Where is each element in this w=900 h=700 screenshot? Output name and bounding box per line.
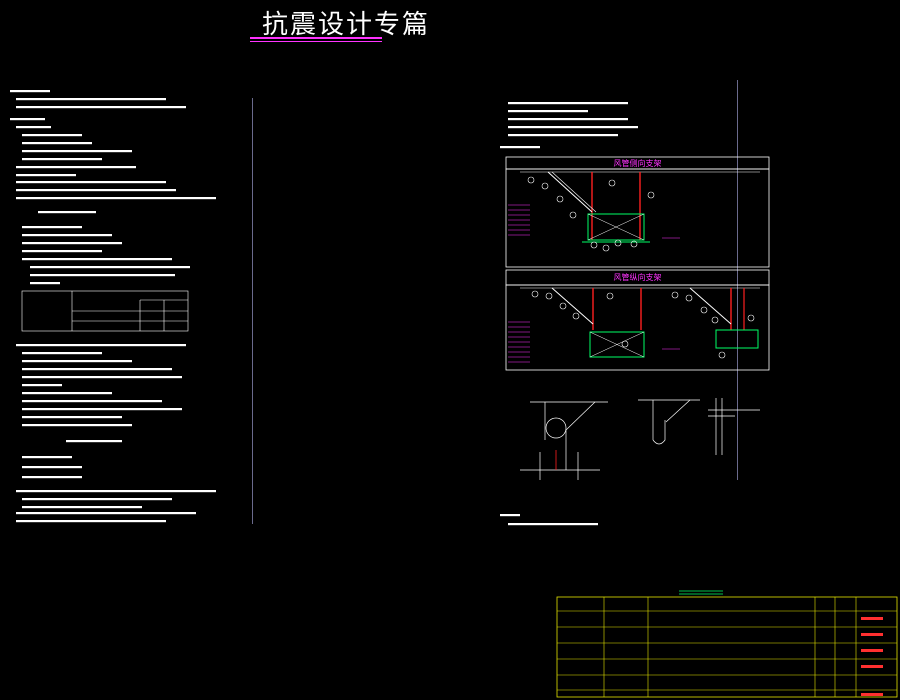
text-line [30, 266, 190, 269]
text-line [22, 376, 182, 379]
column-divider-left [252, 98, 253, 524]
text-line [16, 106, 186, 109]
detail-longitudinal-bracing-title-box: 风管纵向支架 [506, 270, 769, 285]
spec-text-column-right [500, 102, 638, 526]
text-line [16, 189, 176, 192]
text-line [22, 258, 172, 261]
detail-side-bracing-title: 风管侧向支架 [613, 158, 662, 168]
text-line [500, 146, 540, 149]
text-line [16, 126, 51, 129]
text-line [16, 520, 166, 523]
text-line [16, 174, 76, 177]
text-line [16, 344, 186, 347]
detail-side-bracing [505, 156, 770, 268]
text-line [508, 110, 588, 113]
text-line [16, 181, 166, 184]
text-line [22, 424, 132, 427]
material-table [556, 596, 898, 698]
text-line [10, 118, 45, 121]
text-line [22, 506, 142, 509]
text-line [16, 490, 216, 493]
text-line [508, 134, 618, 137]
detail-longitudinal-bracing-title: 风管纵向支架 [613, 273, 662, 282]
detail-side-bracing-title-box: 风管侧向支架 [506, 157, 769, 169]
text-line [500, 514, 520, 517]
text-line [22, 368, 172, 371]
text-line [508, 118, 628, 121]
text-line [22, 466, 82, 469]
text-line [22, 150, 132, 153]
text-line [22, 416, 122, 419]
text-line [30, 274, 175, 277]
seismic-coefficient-table [21, 290, 189, 332]
text-line [22, 242, 122, 245]
column-divider-right [737, 80, 738, 480]
text-line [22, 408, 182, 411]
text-line [22, 134, 82, 137]
text-line [16, 197, 216, 200]
text-line [22, 142, 92, 145]
text-line [22, 250, 102, 253]
text-line [22, 352, 102, 355]
text-line [38, 211, 96, 214]
text-line [16, 166, 136, 169]
text-line [22, 392, 112, 395]
detail-longitudinal-bracing [505, 269, 770, 371]
text-line [16, 98, 166, 101]
text-line [10, 90, 50, 93]
title-underline [250, 37, 382, 39]
text-line [508, 523, 598, 526]
text-line [22, 158, 102, 161]
text-line [16, 512, 196, 515]
section-details [520, 398, 760, 480]
text-line [508, 126, 638, 129]
text-line [66, 440, 122, 443]
text-line [22, 400, 162, 403]
text-line [22, 476, 82, 479]
sheet-title: 抗震设计专篇 [262, 10, 431, 40]
text-line [22, 498, 172, 501]
table-heading-mark [679, 590, 723, 595]
text-line [30, 282, 60, 285]
spec-text-column-left [10, 90, 216, 523]
text-line [22, 360, 132, 363]
text-line [22, 234, 112, 237]
text-line [22, 384, 62, 387]
text-line [22, 226, 82, 229]
title-underline-thin [250, 41, 382, 42]
text-line [22, 456, 72, 459]
text-line [508, 102, 628, 105]
